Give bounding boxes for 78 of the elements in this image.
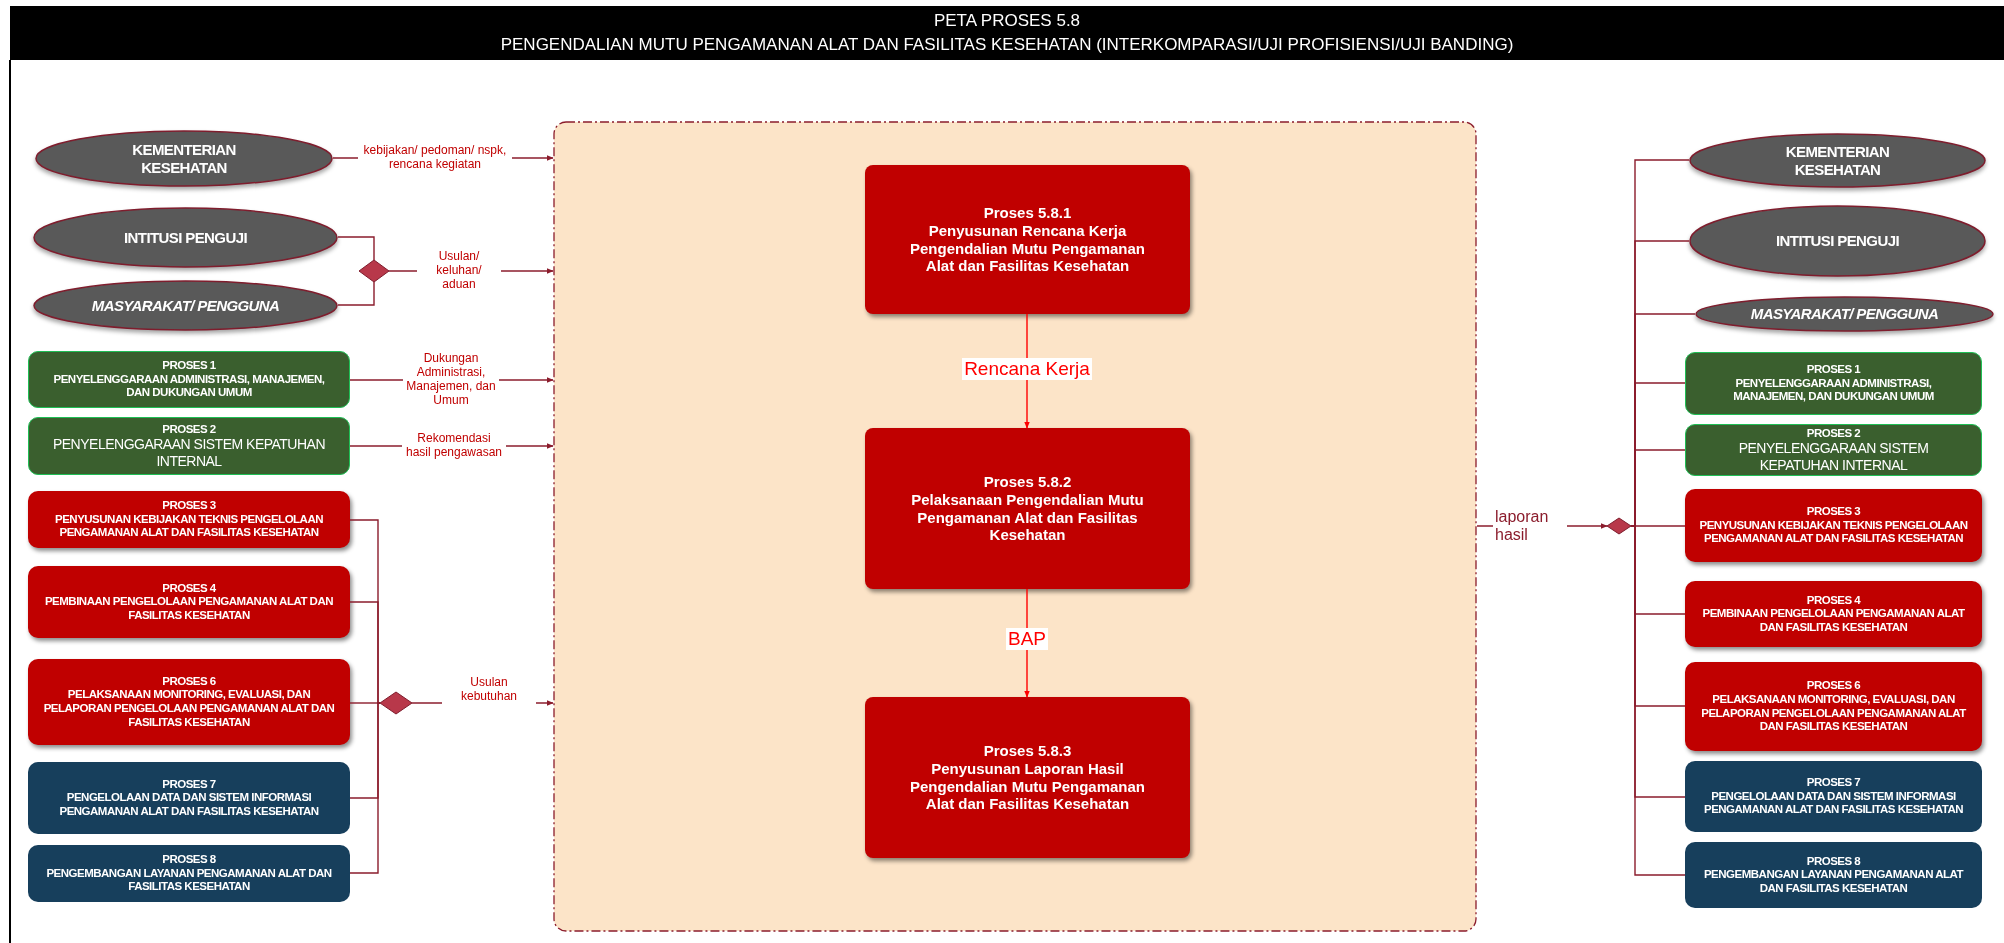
node-text: MASYARAKAT/ PENGGUNA bbox=[90, 296, 281, 315]
box-text: PENYUSUNAN KEBIJAKAN TEKNIS PENGELOLAAN PENGAMANAN ALAT DAN FASILITAS KESEHATAN bbox=[54, 512, 324, 540]
process-box bbox=[28, 845, 350, 902]
process-box bbox=[28, 417, 350, 475]
box-heading: PROSES 2 bbox=[162, 422, 216, 437]
box-text: PELAKSANAAN MONITORING, EVALUASI, DAN PELAPORAN PENGELOLAAN PENGAMANAN ALAT DAN FASILITAS KESEHATAN bbox=[42, 688, 336, 730]
actor-ellipse bbox=[33, 280, 338, 331]
node-text: INTITUSI PENGUJI bbox=[123, 228, 248, 247]
node-text: KEMENTERIAN KESEHATAN bbox=[131, 140, 237, 177]
actor-ellipse bbox=[1689, 133, 1986, 188]
process-box bbox=[865, 428, 1190, 589]
box-text: PEMBINAAN PENGELOLAAN PENGAMANAN ALAT DAN FASILITAS KESEHATAN bbox=[43, 595, 335, 623]
connector bbox=[337, 236, 375, 261]
box-text: PENGEMBANGAN LAYANAN PENGAMANAN ALAT DAN FASILITAS KESEHATAN bbox=[45, 866, 333, 894]
edge-label: BAP bbox=[1006, 628, 1048, 650]
process-box bbox=[28, 762, 350, 834]
process-container bbox=[553, 121, 1477, 932]
subtitle: PENGENDALIAN MUTU PENGAMANAN ALAT DAN FASILITAS KESEHATAN (INTERKOMPARASI/UJI PROFISIENSI/UJI BANDING) bbox=[499, 35, 1515, 55]
box-heading: Proses 5.8.3 bbox=[983, 742, 1072, 760]
box-text: PEMBINAAN PENGELOLAAN PENGAMANAN ALAT DAN FASILITAS KESEHATAN bbox=[1701, 607, 1966, 635]
box-text: PENYUSUNAN KEBIJAKAN TEKNIS PENGELOLAAN PENGAMANAN ALAT DAN FASILITAS KESEHATAN bbox=[1699, 518, 1968, 546]
process-box bbox=[1685, 489, 1982, 562]
connector bbox=[349, 601, 381, 704]
box-heading: PROSES 8 bbox=[162, 853, 216, 867]
process-box bbox=[1685, 761, 1982, 832]
box-text: PENGELOLAAN DATA DAN SISTEM INFORMASI PENGAMANAN ALAT DAN FASILITAS KESEHATAN bbox=[1702, 789, 1965, 817]
node-text: INTITUSI PENGUJI bbox=[1775, 232, 1900, 250]
node-text: KEMENTERIAN KESEHATAN bbox=[1784, 142, 1891, 179]
box-heading: PROSES 3 bbox=[1806, 505, 1861, 519]
box-heading: PROSES 2 bbox=[1806, 426, 1861, 441]
process-box bbox=[1685, 424, 1982, 476]
box-text: PENGELOLAAN DATA DAN SISTEM INFORMASI PENGAMANAN ALAT DAN FASILITAS KESEHATAN bbox=[58, 791, 320, 819]
process-box bbox=[28, 351, 350, 408]
box-text: PENYELENGGARAAN SISTEM KEPATUHAN INTERNAL bbox=[1737, 440, 1930, 474]
process-box bbox=[865, 697, 1190, 858]
process-box bbox=[1685, 352, 1982, 415]
process-box bbox=[1685, 842, 1982, 908]
actor-ellipse bbox=[35, 130, 333, 187]
box-heading: Proses 5.8.1 bbox=[983, 204, 1072, 222]
box-heading: PROSES 8 bbox=[1806, 854, 1861, 869]
box-text: PENYELENGGARAAN ADMINISTRASI, MANAJEMEN, DAN DUKUNGAN UMUM bbox=[1732, 376, 1935, 404]
box-heading: PROSES 7 bbox=[162, 777, 216, 792]
title: PETA PROSES 5.8 bbox=[932, 11, 1082, 31]
box-text: Pelaksanaan Pengendalian Mutu Pengamanan Alat dan Fasilitas Kesehatan bbox=[910, 490, 1145, 544]
connector bbox=[349, 702, 381, 874]
box-heading: PROSES 1 bbox=[1806, 363, 1861, 377]
box-heading: PROSES 3 bbox=[162, 499, 216, 513]
box-heading: PROSES 4 bbox=[162, 581, 216, 596]
process-box bbox=[28, 659, 350, 745]
edge-label: Rekomendasi hasil pengawasan bbox=[402, 432, 506, 460]
process-box bbox=[1685, 662, 1982, 751]
box-text: PELAKSANAAN MONITORING, EVALUASI, DAN PELAPORAN PENGELOLAAN PENGAMANAN ALAT DAN FASILITAS KESEHATAN bbox=[1700, 692, 1968, 734]
process-box bbox=[865, 165, 1190, 314]
actor-ellipse bbox=[1695, 296, 1994, 332]
decision-diamond bbox=[380, 692, 412, 714]
process-box bbox=[28, 566, 350, 638]
decision-diamond bbox=[359, 260, 389, 282]
box-heading: Proses 5.8.2 bbox=[983, 473, 1072, 491]
box-text: PENGEMBANGAN LAYANAN PENGAMANAN ALAT DAN FASILITAS KESEHATAN bbox=[1702, 868, 1965, 896]
actor-ellipse bbox=[33, 207, 338, 268]
box-heading: PROSES 7 bbox=[1806, 776, 1861, 790]
box-heading: PROSES 4 bbox=[1806, 593, 1861, 608]
box-heading: PROSES 6 bbox=[162, 674, 216, 689]
node-text: MASYARAKAT/ PENGGUNA bbox=[1749, 305, 1940, 323]
box-text: PENYELENGGARAAN SISTEM KEPATUHAN INTERNAL bbox=[51, 436, 327, 470]
connector bbox=[337, 281, 375, 306]
edge-label: Rencana Kerja bbox=[962, 358, 1092, 380]
decision-diamond bbox=[1607, 518, 1631, 534]
edge-label: kebijakan/ pedoman/ nspk, rencana kegiatan bbox=[358, 144, 512, 172]
edge-label: Usulan kebutuhan bbox=[442, 676, 536, 704]
actor-ellipse bbox=[1689, 205, 1986, 277]
process-box bbox=[28, 491, 350, 548]
box-text: Penyusunan Rencana Kerja Pengendalian Mutu Pengamanan Alat dan Fasilitas Kesehatan bbox=[908, 221, 1146, 275]
box-heading: PROSES 6 bbox=[1806, 679, 1861, 693]
process-box bbox=[1685, 581, 1982, 647]
box-text: PENYELENGGARAAN ADMINISTRASI, MANAJEMEN, DAN DUKUNGAN UMUM bbox=[52, 372, 326, 400]
box-heading: PROSES 1 bbox=[162, 359, 216, 373]
box-text: Penyusunan Laporan Hasil Pengendalian Mutu Pengamanan Alat dan Fasilitas Kesehatan bbox=[908, 759, 1146, 813]
